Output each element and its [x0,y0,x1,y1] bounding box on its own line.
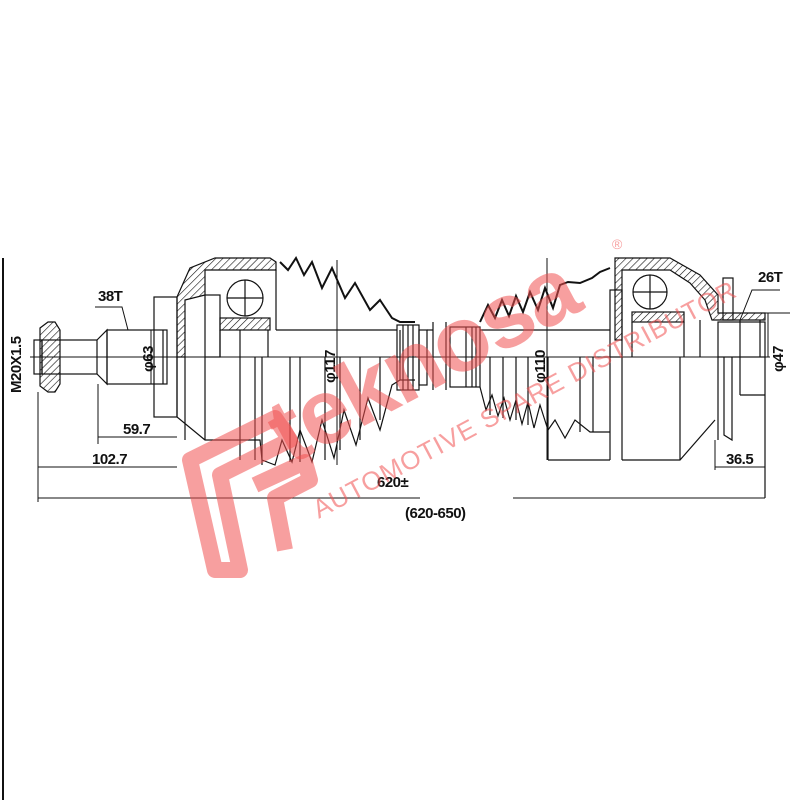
outer-boot-diameter-label: φ117 [322,350,339,383]
thread-label: M20X1.5 [8,336,25,393]
watermark-logo-icon [182,410,318,578]
outer-spline-label: 38T [98,288,123,305]
outer-dim-short-label: 59.7 [123,421,151,438]
outer-boot [261,255,428,466]
outer-dim-long-label: 102.7 [92,451,128,468]
inner-spline-label: 26T [758,269,783,286]
dimension-lines [37,258,790,502]
length-nominal-label: 620± [377,474,409,491]
inner-dim-label: 36.5 [726,451,754,468]
inner-boot [449,267,611,461]
inner-stub-diameter-label: φ47 [770,346,787,372]
inner-boot-diameter-label: φ110 [532,350,549,383]
outer-stub-diameter-label: φ63 [140,346,157,372]
length-range-label: (620-650) [405,505,466,522]
inner-cv-joint [609,257,766,498]
